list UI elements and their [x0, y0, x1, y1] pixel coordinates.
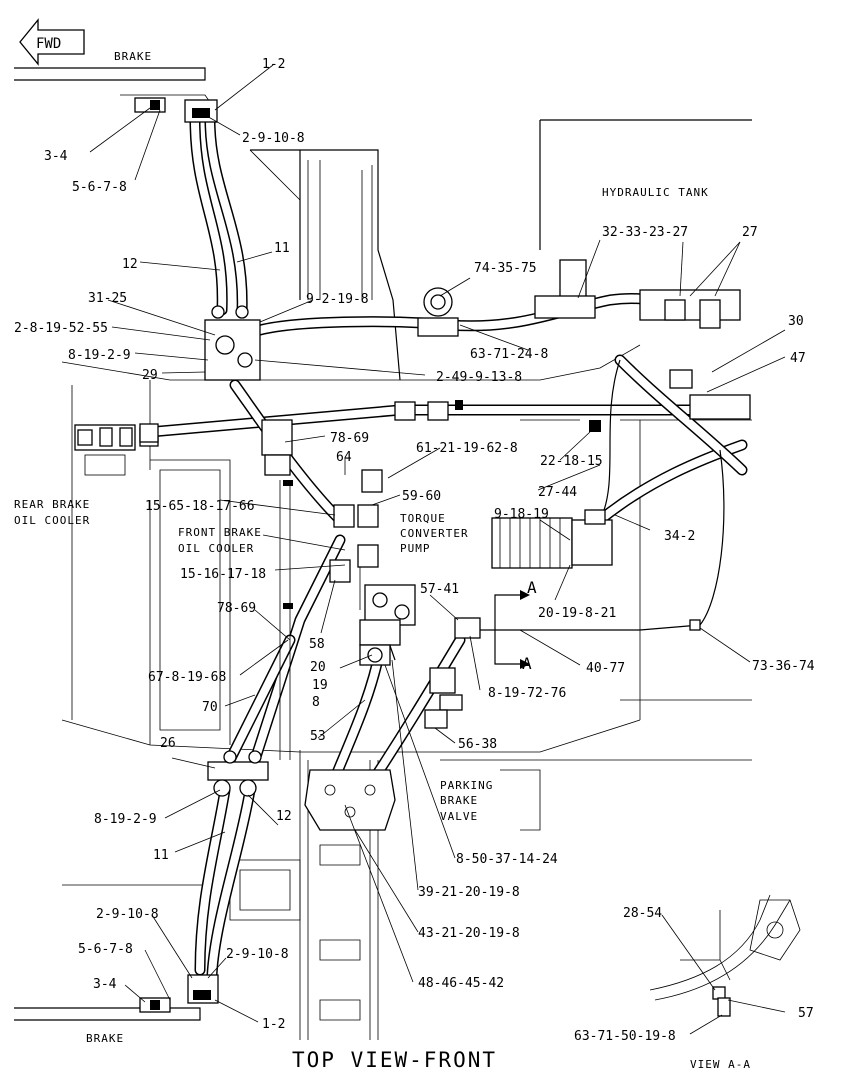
callout: 11: [153, 848, 169, 863]
callout: 74-35-75: [474, 261, 537, 276]
parking-brake-caption-3: VALVE: [440, 810, 478, 823]
callout: 1-2: [262, 1017, 285, 1032]
callout: 31-25: [88, 291, 127, 306]
components: [134, 97, 751, 1013]
pump-caption-1: TORQUE: [400, 512, 446, 525]
callout: 20: [310, 660, 326, 675]
pump-caption-2: CONVERTER: [400, 527, 469, 540]
callout: 2-49-9-13-8: [436, 370, 522, 385]
section-a-markers: [494, 590, 530, 669]
callout: 1-2: [262, 57, 285, 72]
callout: 40-77: [586, 661, 625, 676]
callout: 2-9-10-8: [242, 131, 305, 146]
pump-caption-3: PUMP: [400, 542, 431, 555]
captions: BRAKE BRAKE HYDRAULIC TANK REAR BRAKE OI…: [14, 50, 709, 1045]
leader-lines: [89, 64, 786, 1035]
callout: 32-33-23-27: [602, 225, 688, 240]
callout: 9-2-19-8: [306, 292, 369, 307]
callout: 8: [312, 695, 320, 710]
rear-cooler-caption-2: OIL COOLER: [14, 514, 90, 527]
fwd-arrow: FWD: [19, 18, 85, 66]
callout: 8-19-72-76: [488, 686, 566, 701]
callout: 26: [160, 736, 176, 751]
section-a-label-1: A: [527, 578, 537, 597]
view-aa-inset: [649, 894, 801, 1017]
frame-structure: [14, 67, 752, 1040]
callout: 61-21-19-62-8: [416, 441, 518, 456]
callout: 53: [310, 729, 326, 744]
callout: 8-19-2-9: [94, 812, 157, 827]
callout: 78-69: [217, 601, 256, 616]
callout: 48-46-45-42: [418, 976, 504, 991]
view-aa-title: VIEW A-A: [690, 1058, 751, 1071]
callout: 29: [142, 368, 158, 383]
callout: 19: [312, 678, 328, 693]
callout: 30: [788, 314, 804, 329]
callout: 8-50-37-14-24: [456, 852, 558, 867]
callout: 47: [790, 351, 806, 366]
parking-brake-caption-2: BRAKE: [440, 794, 478, 807]
callout: 70: [202, 700, 218, 715]
fwd-label: FWD: [36, 36, 61, 52]
callout: 3-4: [44, 149, 68, 164]
callout: 12: [122, 257, 138, 272]
callout: 63-71-24-8: [470, 347, 548, 362]
hydraulic-tank-caption: HYDRAULIC TANK: [602, 186, 709, 199]
callout: 58: [309, 637, 325, 652]
callout: 63-71-50-19-8: [574, 1029, 676, 1044]
callout: 34-2: [664, 529, 695, 544]
callout: 5-6-7-8: [72, 180, 127, 195]
callout: 64: [336, 450, 352, 465]
callout: 57: [798, 1006, 814, 1021]
callout: 9-18-19: [494, 507, 549, 522]
callout: 12: [276, 809, 292, 824]
rear-cooler-caption-1: REAR BRAKE: [14, 498, 90, 511]
callout: 56-38: [458, 737, 497, 752]
callout: 11: [274, 241, 290, 256]
part-callouts: 1-2 2-9-10-8 3-4 5-6-7-8 11 12 31-25 2-8…: [14, 57, 815, 1044]
callout: 59-60: [402, 489, 441, 504]
drawing-title: TOP VIEW-FRONT: [292, 1048, 497, 1072]
brake-bottom-caption: BRAKE: [86, 1032, 124, 1045]
hoses: [144, 114, 748, 981]
callout: 15-16-17-18: [180, 567, 266, 582]
callout: 57-41: [420, 582, 459, 597]
callout: 2-9-10-8: [226, 947, 289, 962]
callout: 15-65-18-17-66: [145, 499, 255, 514]
callout: 2-8-19-52-55: [14, 321, 108, 336]
callout: 5-6-7-8: [78, 942, 133, 957]
callout: 27: [742, 225, 758, 240]
section-a-label-2: A: [522, 654, 532, 673]
callout: 28-54: [623, 906, 662, 921]
callout: 27-44: [538, 485, 577, 500]
brake-top-caption: BRAKE: [114, 50, 152, 63]
callout: 2-9-10-8: [96, 907, 159, 922]
callout: 78-69: [330, 431, 369, 446]
front-cooler-caption-2: OIL COOLER: [178, 542, 254, 555]
callout: 43-21-20-19-8: [418, 926, 520, 941]
callout: 20-19-8-21: [538, 606, 616, 621]
callout: 22-18-15: [540, 454, 603, 469]
callout: 3-4: [93, 977, 117, 992]
callout: 39-21-20-19-8: [418, 885, 520, 900]
callout: 73-36-74: [752, 659, 815, 674]
callout: 8-19-2-9: [68, 348, 131, 363]
callout: 67-8-19-68: [148, 670, 226, 685]
front-cooler-caption-1: FRONT BRAKE: [178, 526, 262, 539]
parking-brake-caption-1: PARKING: [440, 779, 493, 792]
